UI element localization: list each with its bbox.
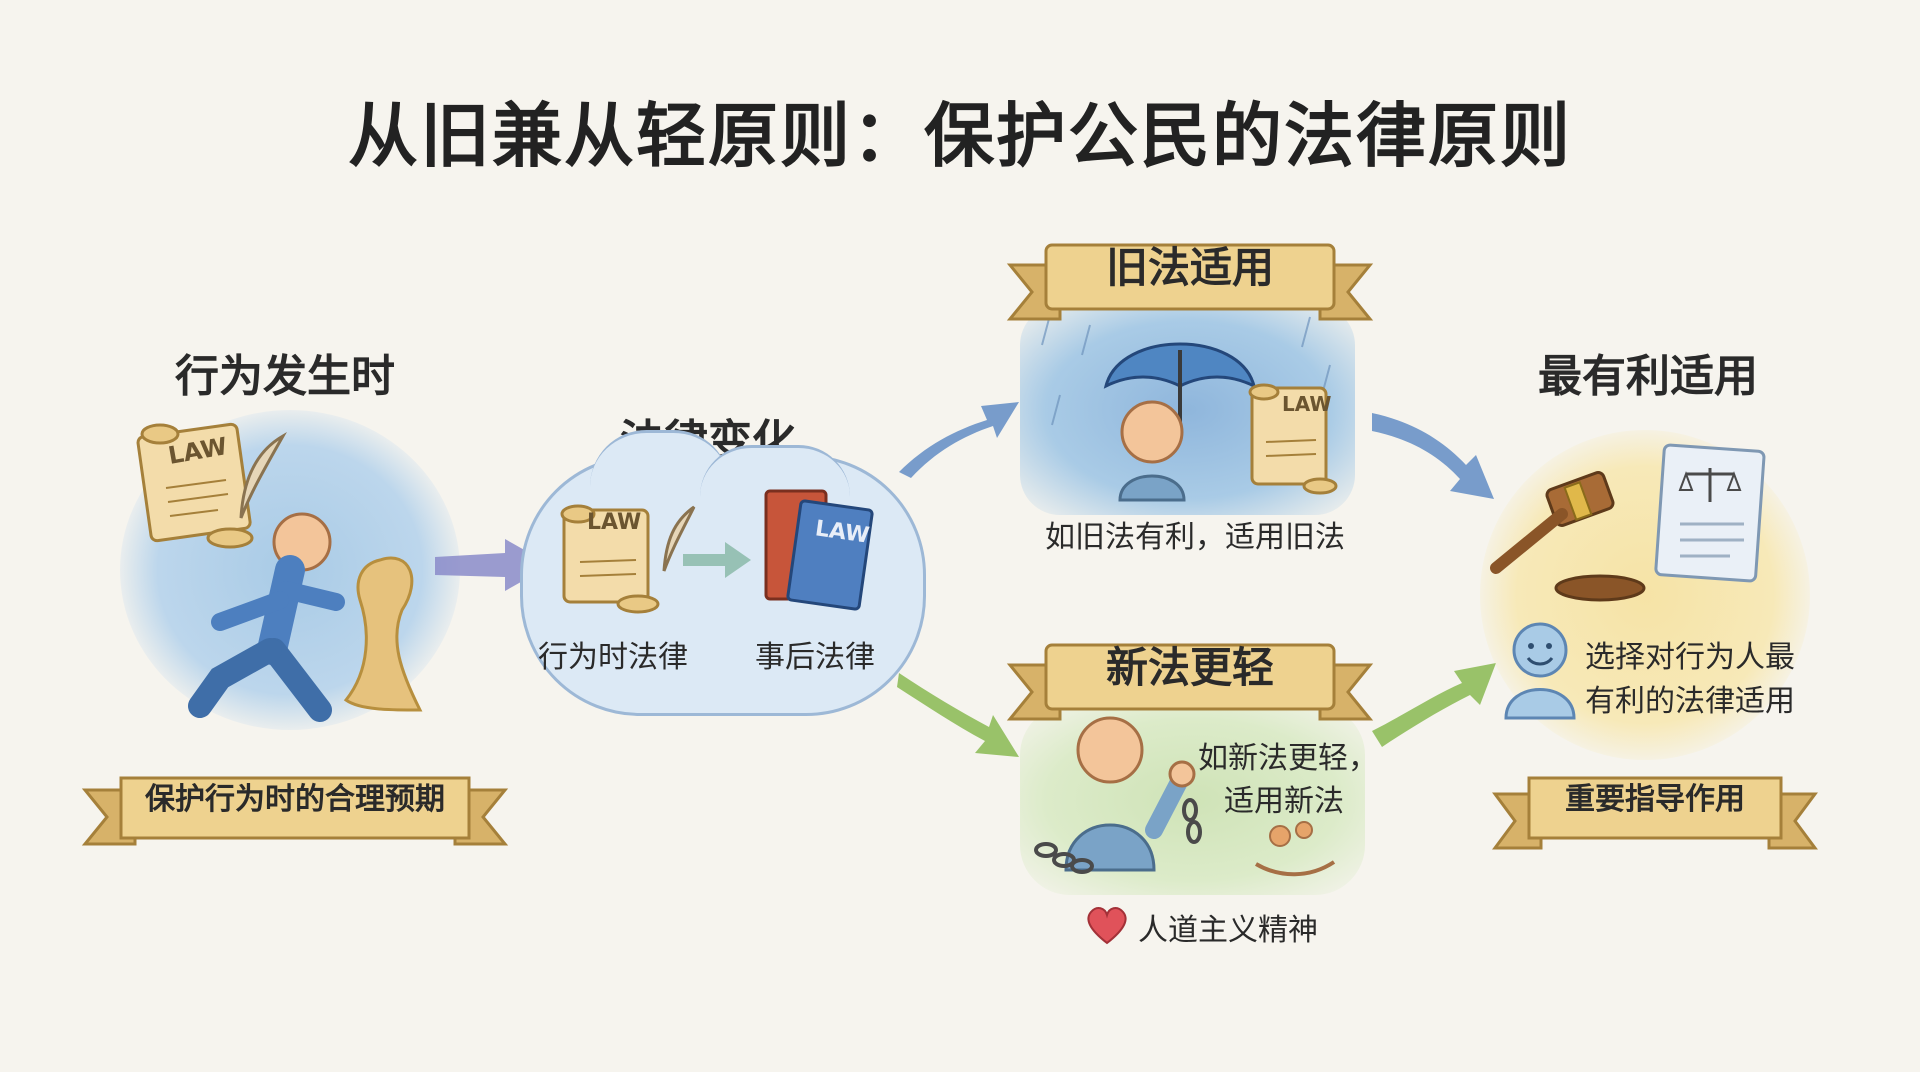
- new-law-caption-2: 适用新法: [1224, 784, 1344, 819]
- broken-chain-icon: [1034, 716, 1202, 874]
- label-before: 行为时法律: [538, 640, 688, 675]
- left-ribbon: [81, 776, 509, 846]
- left-banner-text: 保护行为时的合理预期: [145, 782, 445, 817]
- arrow-icon: [1372, 413, 1494, 499]
- right-caption-1: 选择对行为人最: [1585, 640, 1795, 675]
- left-heading: 行为发生时: [175, 351, 395, 402]
- umbrella-icon: [1103, 342, 1257, 502]
- old-law-caption: 如旧法有利，适用旧法: [1045, 520, 1345, 555]
- arrow-icon: [683, 542, 751, 578]
- law-book-icon: [764, 489, 874, 611]
- page-title: 从旧兼从轻原则：保护公民的法律原则: [348, 95, 1572, 177]
- running-person-icon: [188, 512, 345, 722]
- old-law-ribbon: [1006, 243, 1374, 321]
- new-law-banner: 新法更轻: [1105, 643, 1274, 692]
- arrow-icon: [1372, 663, 1496, 747]
- right-heading: 最有利适用: [1538, 351, 1758, 402]
- new-law-ribbon: [1006, 643, 1374, 721]
- middle-scroll-tag: LAW: [587, 510, 642, 535]
- quill-icon: [239, 431, 287, 519]
- new-law-footer: 人道主义精神: [1138, 913, 1318, 948]
- heart-icon: [1087, 907, 1127, 945]
- open-hand-icon: [1254, 821, 1336, 877]
- arrow-icon: [897, 673, 1019, 757]
- new-law-caption-1: 如新法更轻，: [1198, 741, 1378, 776]
- smiling-person-icon: [1504, 622, 1576, 720]
- arrow-icon: [899, 402, 1019, 478]
- right-ribbon: [1492, 776, 1818, 850]
- quill-icon: [662, 505, 696, 572]
- right-caption-2: 有利的法律适用: [1585, 684, 1795, 719]
- old-law-banner: 旧法适用: [1105, 243, 1274, 292]
- shadow-figure-icon: [343, 556, 423, 712]
- right-banner-text: 重要指导作用: [1565, 782, 1745, 817]
- law-scroll-icon: [1248, 383, 1338, 495]
- label-after: 事后法律: [755, 640, 875, 675]
- law-scroll-icon: [560, 504, 660, 614]
- gavel-icon: [1490, 471, 1646, 602]
- old-law-tag: LAW: [1282, 392, 1332, 416]
- law-scroll-icon: [136, 422, 254, 549]
- scales-document-icon: [1654, 443, 1766, 583]
